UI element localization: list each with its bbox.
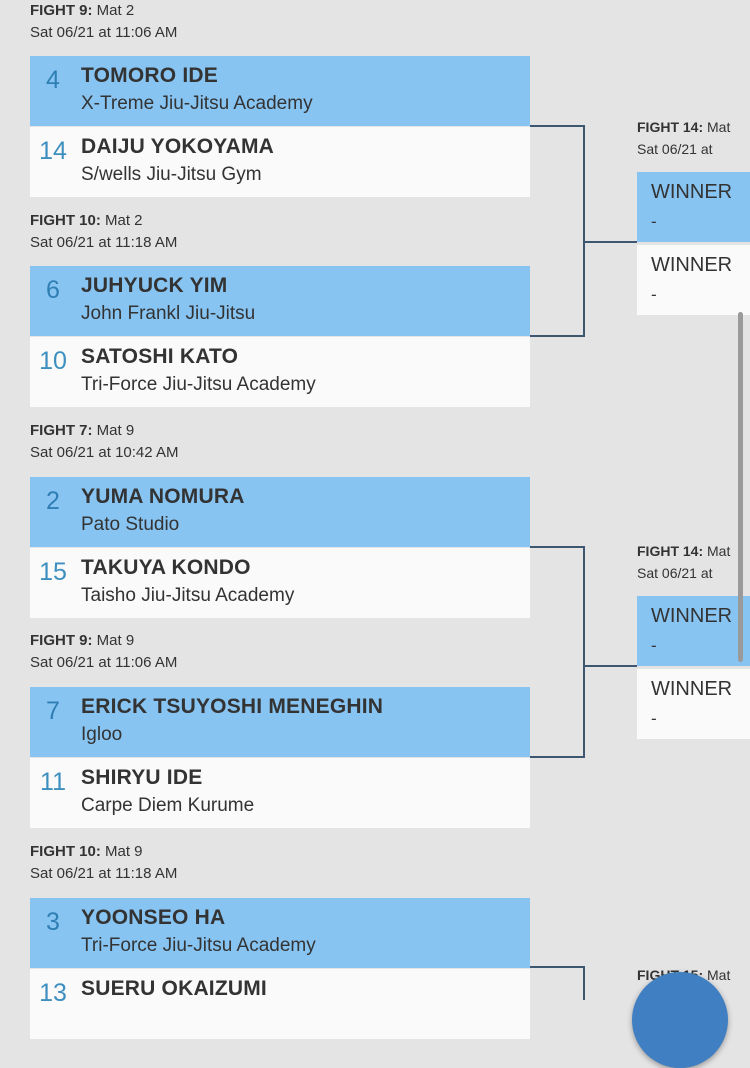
fight-time: Sat 06/21 at 11:18 AM (30, 865, 178, 882)
vertical-scrollbar[interactable] (738, 312, 743, 662)
fight-header: FIGHT 10: Mat 2 Sat 06/21 at 11:18 AM (30, 210, 177, 254)
fight-time: Sat 06/21 at 11:06 AM (30, 654, 178, 671)
seed-number: 3 (46, 908, 60, 936)
competitor-club: Igloo (81, 724, 123, 745)
fight-mat: Mat 9 (92, 422, 135, 439)
next-fight-header: FIGHT 14: Mat Sat 06/21 at (637, 116, 730, 160)
fight-mat: Mat (703, 119, 731, 135)
winner-title: WINNER (651, 254, 733, 276)
winner-slot[interactable]: WINNER - (637, 669, 750, 739)
competitor-name: JUHYUCK YIM (81, 274, 228, 297)
competitor-name: TAKUYA KONDO (81, 556, 251, 579)
competitor-card[interactable]: 6 JUHYUCK YIM John Frankl Jiu-Jitsu (30, 266, 530, 336)
fight-header: FIGHT 9: Mat 9 Sat 06/21 at 11:06 AM (30, 630, 177, 674)
bracket-connector (530, 335, 584, 337)
competitor-name: SATOSHI KATO (81, 345, 239, 368)
fight-number: FIGHT 14: (637, 119, 704, 135)
competitor-name: SUERU OKAIZUMI (81, 977, 267, 1000)
competitor-club: Taisho Jiu-Jitsu Academy (81, 585, 295, 606)
bracket-connector (530, 966, 584, 968)
competitor-club: Tri-Force Jiu-Jitsu Academy (81, 935, 316, 956)
seed-number: 13 (39, 979, 67, 1007)
competitor-card[interactable]: 13 SUERU OKAIZUMI (30, 969, 530, 1039)
bracket-connector (583, 966, 585, 1000)
fight-number: FIGHT 9: (30, 632, 93, 649)
winner-club: - (651, 212, 657, 231)
bracket-connector (530, 125, 584, 127)
winner-slot[interactable]: WINNER - (637, 245, 750, 315)
competitor-card[interactable]: 10 SATOSHI KATO Tri-Force Jiu-Jitsu Acad… (30, 337, 530, 407)
competitor-card[interactable]: 14 DAIJU YOKOYAMA S/wells Jiu-Jitsu Gym (30, 127, 530, 197)
competitor-card[interactable]: 11 SHIRYU IDE Carpe Diem Kurume (30, 758, 530, 828)
seed-number: 2 (46, 487, 60, 515)
fight-number: FIGHT 7: (30, 422, 93, 439)
fight-mat: Mat (703, 967, 731, 983)
fight-time: Sat 06/21 at (637, 141, 713, 157)
competitor-club: Carpe Diem Kurume (81, 795, 255, 816)
fight-header: FIGHT 9: Mat 2 Sat 06/21 at 11:06 AM (30, 0, 177, 44)
fight-header: FIGHT 7: Mat 9 Sat 06/21 at 10:42 AM (30, 420, 178, 464)
competitor-card[interactable]: 3 YOONSEO HA Tri-Force Jiu-Jitsu Academy (30, 898, 530, 968)
floating-action-button[interactable] (632, 972, 728, 1068)
competitor-card[interactable]: 2 YUMA NOMURA Pato Studio (30, 477, 530, 547)
competitor-card[interactable]: 7 ERICK TSUYOSHI MENEGHIN Igloo (30, 687, 530, 757)
competitor-name: ERICK TSUYOSHI MENEGHIN (81, 695, 384, 718)
fight-number: FIGHT 14: (637, 543, 704, 559)
competitor-club: Tri-Force Jiu-Jitsu Academy (81, 374, 316, 395)
fight-number: FIGHT 10: (30, 843, 101, 860)
fight-mat: Mat (703, 543, 731, 559)
competitor-card[interactable]: 4 TOMORO IDE X-Treme Jiu-Jitsu Academy (30, 56, 530, 126)
fight-time: Sat 06/21 at 11:18 AM (30, 234, 178, 251)
fight-time: Sat 06/21 at 11:06 AM (30, 24, 178, 41)
competitor-name: YUMA NOMURA (81, 485, 245, 508)
winner-club: - (651, 285, 657, 304)
competitor-name: DAIJU YOKOYAMA (81, 135, 275, 158)
fight-time: Sat 06/21 at 10:42 AM (30, 444, 179, 461)
winner-slot[interactable]: WINNER - (637, 596, 750, 666)
competitor-club: John Frankl Jiu-Jitsu (81, 303, 256, 324)
seed-number: 14 (39, 137, 67, 165)
fight-mat: Mat 9 (100, 843, 143, 860)
bracket-connector (583, 125, 585, 337)
competitor-club: X-Treme Jiu-Jitsu Academy (81, 93, 313, 114)
fight-time: Sat 06/21 at (637, 565, 713, 581)
seed-number: 11 (40, 768, 66, 796)
seed-number: 15 (39, 558, 67, 586)
bracket-connector (530, 546, 584, 548)
fight-number: FIGHT 10: (30, 212, 101, 229)
bracket-connector (583, 241, 637, 243)
competitor-name: YOONSEO HA (81, 906, 226, 929)
bracket-connector (530, 756, 584, 758)
competitor-name: SHIRYU IDE (81, 766, 203, 789)
winner-title: WINNER (651, 605, 733, 627)
fight-mat: Mat 2 (92, 2, 135, 19)
fight-mat: Mat 2 (100, 212, 143, 229)
fight-header: FIGHT 10: Mat 9 Sat 06/21 at 11:18 AM (30, 841, 177, 885)
seed-number: 10 (39, 347, 67, 375)
competitor-name: TOMORO IDE (81, 64, 218, 87)
fight-mat: Mat 9 (92, 632, 135, 649)
winner-title: WINNER (651, 181, 733, 203)
seed-number: 6 (46, 276, 60, 304)
winner-club: - (651, 709, 657, 728)
fight-number: FIGHT 9: (30, 2, 93, 19)
next-fight-header: FIGHT 14: Mat Sat 06/21 at (637, 540, 730, 584)
winner-slot[interactable]: WINNER - (637, 172, 750, 242)
competitor-club: S/wells Jiu-Jitsu Gym (81, 164, 262, 185)
bracket-connector (583, 546, 585, 758)
competitor-club: Pato Studio (81, 514, 180, 535)
competitor-card[interactable]: 15 TAKUYA KONDO Taisho Jiu-Jitsu Academy (30, 548, 530, 618)
seed-number: 7 (46, 697, 60, 725)
winner-title: WINNER (651, 678, 733, 700)
bracket-connector (583, 665, 637, 667)
seed-number: 4 (46, 66, 60, 94)
winner-club: - (651, 636, 657, 655)
